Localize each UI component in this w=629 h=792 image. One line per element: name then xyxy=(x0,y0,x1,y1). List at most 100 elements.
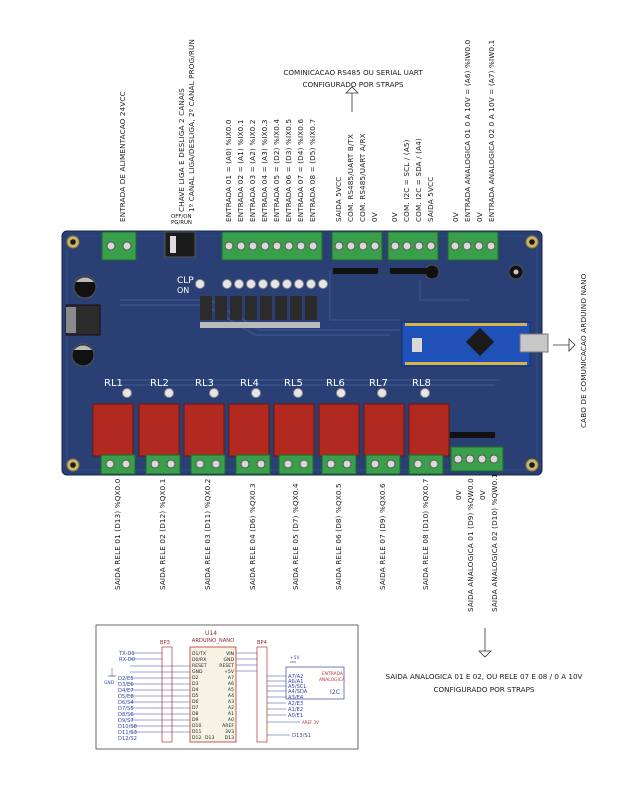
comm-note-line-2: CONFIGURADO POR STRAPS xyxy=(302,80,404,89)
rx-net: RX-D0 xyxy=(119,657,135,663)
port-label: A0/E1 xyxy=(288,713,303,719)
port-label: D6/S4 xyxy=(118,700,134,706)
analog-arrow xyxy=(478,628,492,658)
relay-output-label-7: SAIDA RELE 07 (D9) %QX0.6 xyxy=(378,483,387,590)
switch-label-line-2: 1º CANAL LIGA/DESLIGA, 2º CANAL PROG/RUN xyxy=(187,39,196,212)
input-label-6: ENTRADA 06 = (D3) %IX0.5 xyxy=(284,118,293,222)
pin-label: D9 xyxy=(192,717,199,723)
top-terminals xyxy=(101,231,499,261)
i2c-label-4: SAIDA 5VCC xyxy=(426,176,435,222)
pin-label: D12 xyxy=(192,735,201,741)
gnd-net: GND xyxy=(104,680,115,686)
input-label-4: ENTRADA 04 = (A3) %IX0.3 xyxy=(260,119,269,222)
analog-in-label-1: 0V xyxy=(451,212,460,222)
pin-label: A0 xyxy=(228,717,234,723)
pin-label: RESET xyxy=(192,663,207,669)
pin-label: A4 xyxy=(228,693,234,699)
optocouplers xyxy=(200,296,320,328)
pin-label: A2 xyxy=(228,705,234,711)
comm-label-1: SAIDA 5VCC xyxy=(334,176,343,222)
pin-label: A3 xyxy=(228,699,234,705)
pin-label: D1/TX xyxy=(192,651,206,657)
relay-label-2: RL2 xyxy=(150,378,169,389)
port-label: D10/S8 xyxy=(118,724,137,730)
relay-output-label-1: SAIDA RELE 01 (D13) %QX0.0 xyxy=(113,478,122,590)
analog-in-label-2: ENTRADA ANALOGICA 01 0 A 10V = (A6) %IW0… xyxy=(463,39,472,222)
schematic-panel xyxy=(95,624,359,750)
port-label: D4/E7 xyxy=(118,688,134,694)
power-switch xyxy=(164,231,196,258)
pin-label: A5 xyxy=(228,687,234,693)
pin-label: D13 xyxy=(225,735,234,741)
input-label-8: ENTRADA 08 = (D5) %IX0.7 xyxy=(308,118,317,222)
pin-label: D6 xyxy=(192,699,199,705)
port-label: A1/E2 xyxy=(288,707,303,713)
port-label: D2/E5 xyxy=(118,676,134,682)
switch-label-line-1: CHAVE LIGA E DESLIGA 2 CANAIS xyxy=(177,88,186,212)
pin-label: D0/RX xyxy=(192,657,206,663)
analog-in-label-4: ENTRADA ANALOGICA 02 0 A 10V = (A7) %IW0… xyxy=(487,39,496,222)
schematic-text: U14 ARDUINO_NANO BP3 BP4 TX-D1 RX-D0 GND… xyxy=(104,630,345,742)
relay-label-1: RL1 xyxy=(104,378,123,389)
relay-label-3: RL3 xyxy=(195,378,214,389)
relay-label-4: RL4 xyxy=(240,378,259,389)
analog-out-label-1: 0V xyxy=(454,490,463,500)
relay-output-label-5: SAIDA RELE 05 (D7) %QX0.4 xyxy=(291,483,300,590)
pin-label: RESET xyxy=(219,663,234,669)
port-label: A5/SCL xyxy=(288,684,307,690)
analogica-box-label: ANALOGICA xyxy=(319,677,345,683)
capacitor-c1 xyxy=(73,275,97,299)
i2c-label-3: COM. I2C = SDA / (A4) xyxy=(414,138,423,222)
i2c-label-1: 0V xyxy=(390,212,399,222)
bp4-label: BP4 xyxy=(257,640,268,646)
relay-output-label-3: SAIDA RELE 03 (D11) %QX0.2 xyxy=(203,478,212,590)
pin-label: 3V3 xyxy=(225,729,234,735)
pin-label: A6 xyxy=(228,681,234,687)
relay-leds xyxy=(122,388,430,398)
i2c-label: I2C xyxy=(330,689,340,696)
regulator xyxy=(65,304,101,336)
pin-label: D7 xyxy=(192,705,199,711)
bottom-terminals xyxy=(100,446,504,475)
input-label-3: ENTRADA 03 = (A2) %IX0.2 xyxy=(248,119,257,222)
analog-out-label-3: 0V xyxy=(478,490,487,500)
comm-label-4: 0V xyxy=(370,212,379,222)
port-label: D7/S5 xyxy=(118,706,134,712)
usb-cable-label: CABO DE COMUNICACAO ARDUINO NANO xyxy=(579,273,588,428)
port-label: D11/S3 xyxy=(118,730,137,736)
input-label-7: ENTRADA 07 = (D4) %IX0.6 xyxy=(296,118,305,222)
pin-label: A7 xyxy=(228,675,234,681)
port-label: A4/SDA xyxy=(288,689,308,695)
port-label: A2/E3 xyxy=(288,701,303,707)
port-label: D3/E6 xyxy=(118,682,134,688)
pin-label: D8 xyxy=(192,711,199,717)
port-label: D13/S1 xyxy=(292,733,311,739)
usb-arrow xyxy=(553,338,576,352)
relays xyxy=(92,403,450,457)
comm-label-3: COM. RS485/UART A/RX xyxy=(358,133,367,222)
analog-in-label-3: 0V xyxy=(475,212,484,222)
relay-output-label-2: SAIDA RELE 02 (D12) %QX0.1 xyxy=(158,478,167,590)
comm-label-2: COM. RS485/UART B/TX xyxy=(346,133,355,222)
pin-label: A1 xyxy=(228,711,234,717)
tx-net: TX-D1 xyxy=(118,651,135,657)
arduino-nano xyxy=(401,321,549,367)
pin-label: D13 xyxy=(205,735,214,741)
comm-note: COMINICACAO RS485 OU SERIAL UART CONFIGU… xyxy=(255,68,451,89)
port-label: D8/S6 xyxy=(118,712,134,718)
i2c-label-2: COM. I2C = SCL / (A5) xyxy=(402,139,411,222)
relay-output-label-4: SAIDA RELE 04 (D6) %QX0.3 xyxy=(248,483,257,590)
pin-label: D3 xyxy=(192,681,199,687)
relay-label-5: RL5 xyxy=(284,378,303,389)
input-label-5: ENTRADA 05 = (D2) %IX0.4 xyxy=(272,118,281,222)
analog-out-label-2: SAIDA ANALOGICA 01 (D9) %QW0.0 xyxy=(466,478,475,612)
input-label-2: ENTRADA 02 = (A1) %IX0.1 xyxy=(236,119,245,222)
clp-label: CLP xyxy=(177,276,194,286)
pin-label: D11 xyxy=(192,729,201,735)
power-input-label: ENTRADA DE ALIMENTACAO 24VCC xyxy=(118,91,127,222)
analog-note: SAIDA ANALOGICA 01 E 02, OU RELE 07 E 08… xyxy=(375,672,593,694)
pin-label: GND xyxy=(223,657,234,663)
pin-label: D5 xyxy=(192,693,199,699)
relay-label-8: RL8 xyxy=(412,378,431,389)
